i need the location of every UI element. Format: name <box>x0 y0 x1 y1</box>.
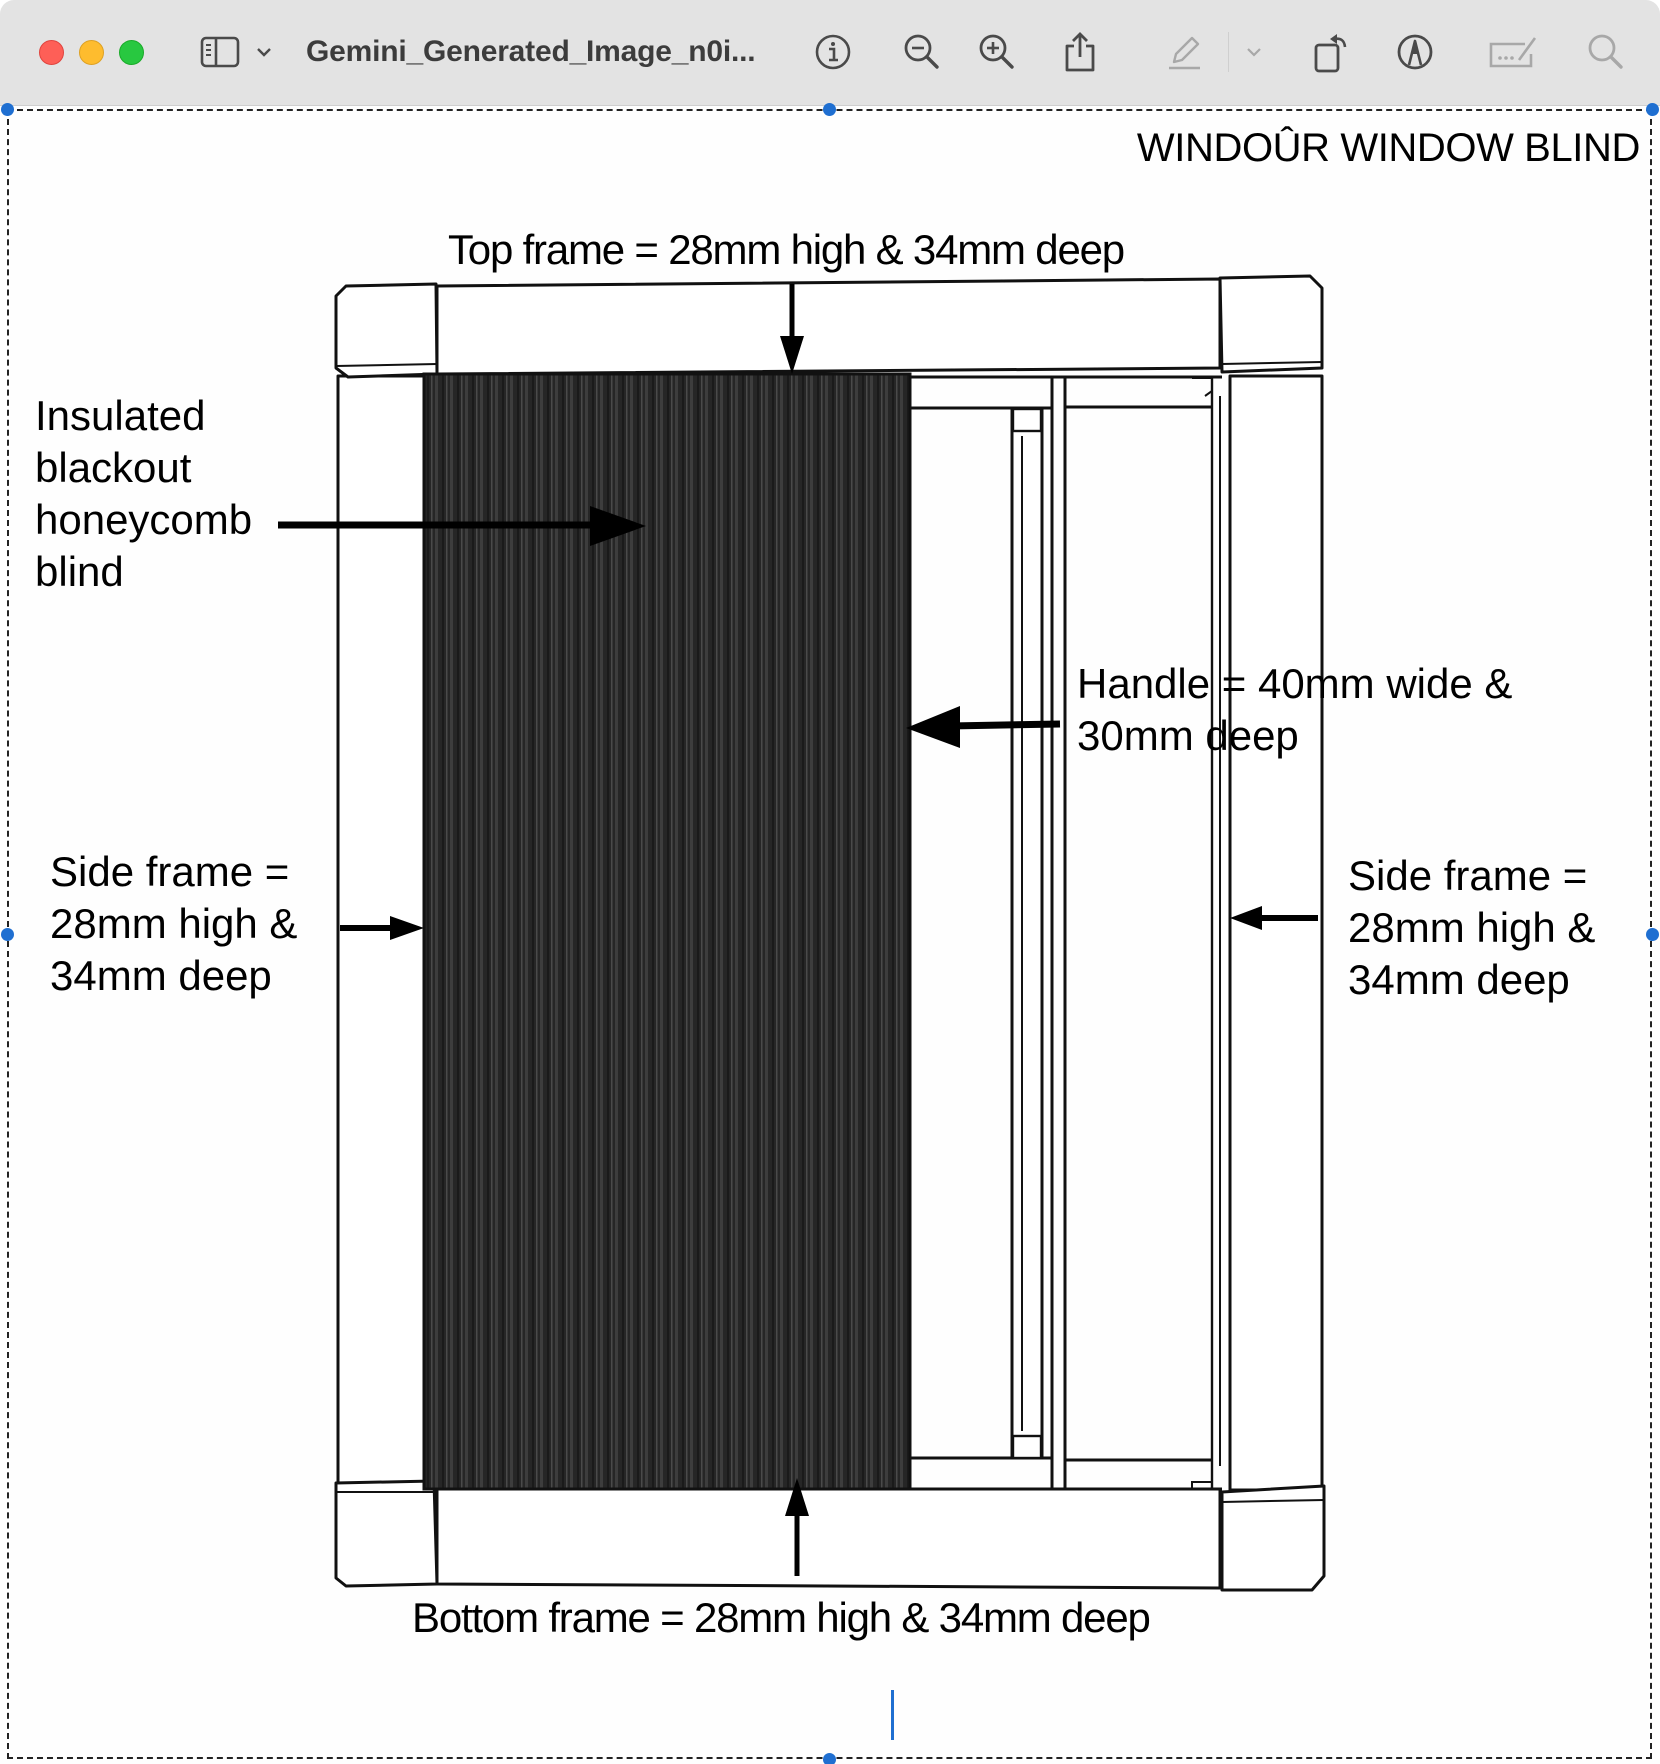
chevron-down-icon <box>255 46 273 58</box>
resize-handle-top[interactable] <box>823 103 836 116</box>
toolbar: Gemini_Generated_Image_n0i... <box>0 0 1660 106</box>
document-title: Gemini_Generated_Image_n0i... <box>306 35 756 68</box>
selection-box[interactable] <box>7 109 1652 1759</box>
rotate-button[interactable] <box>1310 30 1354 74</box>
side-frame-right-label: Side frame = 28mm high & 34mm deep <box>1348 852 1596 1003</box>
resize-handle-top-left[interactable] <box>1 103 14 116</box>
window-blind-diagram <box>278 274 1326 1592</box>
brand-title: WINDOÛR WINDOW BLIND <box>1136 126 1640 170</box>
zoom-in-button[interactable] <box>975 30 1019 74</box>
blind-label: Insulated blackout honeycomb blind <box>35 392 253 595</box>
signature-icon <box>1487 34 1539 70</box>
resize-handle-bottom[interactable] <box>823 1753 836 1764</box>
sidebar-menu-button[interactable] <box>244 30 284 74</box>
search-button[interactable] <box>1584 30 1628 74</box>
minimize-button[interactable] <box>79 40 104 65</box>
handle-label: Handle = 40mm wide & 30mm deep <box>1077 660 1513 759</box>
zoom-out-icon <box>902 32 942 72</box>
zoom-in-icon <box>977 32 1017 72</box>
chevron-down-icon <box>1245 46 1263 58</box>
sidebar-toggle-button[interactable] <box>198 30 242 74</box>
honeycomb-blind <box>422 372 912 1491</box>
highlight-button[interactable] <box>1162 30 1206 74</box>
maximize-button[interactable] <box>119 40 144 65</box>
close-button[interactable] <box>39 40 64 65</box>
info-button[interactable] <box>811 30 855 74</box>
zoom-out-button[interactable] <box>900 30 944 74</box>
bottom-frame-label: Bottom frame = 28mm high & 34mm deep <box>412 1594 1151 1641</box>
pencil-icon <box>1164 32 1204 72</box>
info-icon <box>814 33 852 71</box>
sidebar-icon <box>200 36 240 68</box>
document-canvas: WINDOÛR WINDOW BLIND Top frame = 28mm hi… <box>0 103 1660 1764</box>
share-icon <box>1063 31 1097 73</box>
search-icon <box>1586 32 1626 72</box>
share-button[interactable] <box>1058 30 1102 74</box>
markup-button[interactable] <box>1393 30 1437 74</box>
rotate-icon <box>1312 31 1352 73</box>
text-cursor <box>891 1690 894 1740</box>
top-frame-label: Top frame = 28mm high & 34mm deep <box>448 226 1125 273</box>
resize-handle-right[interactable] <box>1646 928 1659 941</box>
markup-icon <box>1395 32 1435 72</box>
form-fill-button[interactable] <box>1486 30 1540 74</box>
resize-handle-left[interactable] <box>1 928 14 941</box>
toolbar-separator <box>1228 32 1229 72</box>
highlight-menu-button[interactable] <box>1234 30 1274 74</box>
resize-handle-top-right[interactable] <box>1646 103 1659 116</box>
side-frame-left-label: Side frame = 28mm high & 34mm deep <box>50 848 298 999</box>
